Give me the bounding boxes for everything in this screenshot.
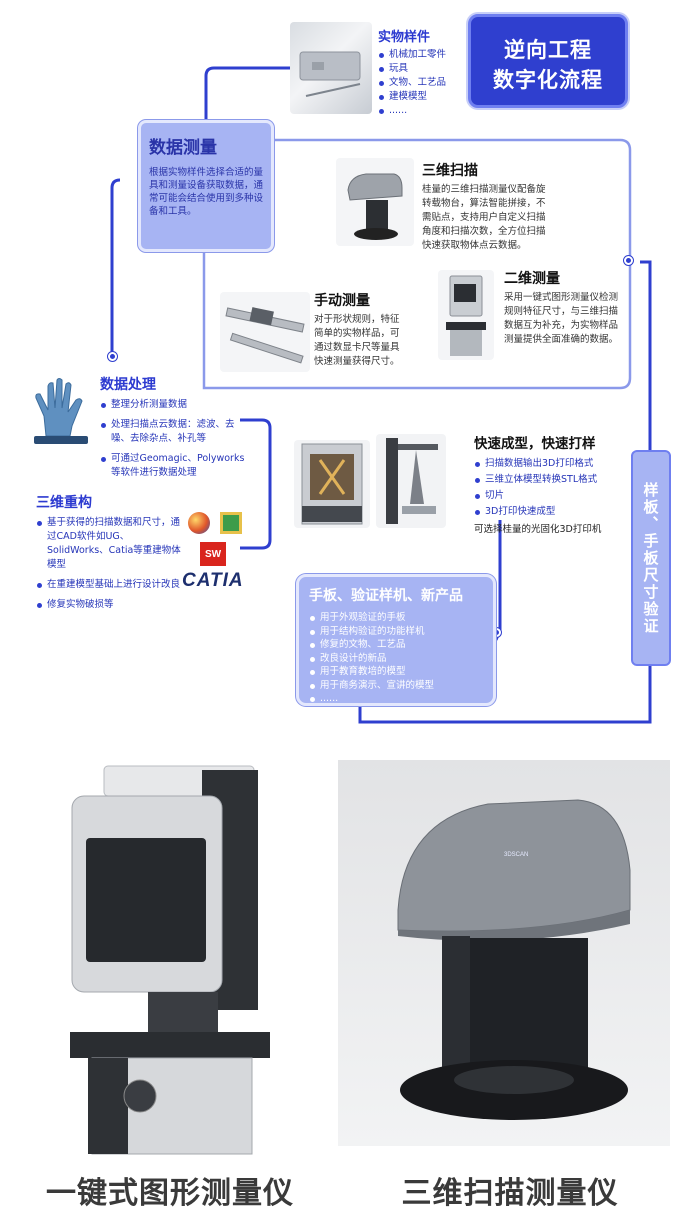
list-item-more: ......	[378, 104, 468, 118]
imager-product-image	[52, 760, 284, 1160]
list-item: 三维立体模型转换STL格式	[474, 473, 626, 487]
rebuild-list: 基于获得的扫描数据和尺寸，通过CAD软件如UG、SolidWorks、Catia…	[36, 516, 182, 612]
list-item: 用于结构验证的功能样机	[309, 625, 483, 639]
verify-label: 样板、手板尺寸验证	[641, 481, 660, 635]
sample-list: 机械加工零件 玩具 文物、工艺品 建模模型 ......	[378, 48, 468, 118]
measure-title: 数据测量	[149, 138, 217, 158]
printer-photo-2	[376, 434, 446, 528]
list-item-more: ......	[309, 692, 483, 706]
rebuild-section: 三维重构 基于获得的扫描数据和尺寸，通过CAD软件如UG、SolidWorks、…	[36, 492, 182, 612]
scanner-product-image: 3DSCAN	[338, 760, 670, 1146]
process-list: 整理分析测量数据 处理扫描点云数据：滤波、去噪、去除杂点、补孔等 可通过Geom…	[100, 398, 250, 480]
list-item: 用于商务演示、宣讲的模型	[309, 679, 483, 693]
list-item: 可通过Geomagic、Polyworks等软件进行数据处理	[100, 452, 250, 480]
measure-box: 数据测量 根据实物样件选择合适的量具和测量设备获取数据，通常可能会结合使用到多种…	[138, 120, 274, 252]
scanner-icon	[347, 173, 403, 240]
scan3d-section: 三维扫描 桂量的三维扫描测量仪配备旋转载物台，算法智能拼接，不需贴点，支持用户自…	[422, 160, 554, 253]
hand-scan-icon	[26, 376, 94, 446]
list-item: 扫描数据输出3D打印格式	[474, 457, 626, 471]
imager-photo-small	[438, 270, 494, 360]
scan3d-title: 三维扫描	[422, 163, 478, 179]
process-section: 数据处理 整理分析测量数据 处理扫描点云数据：滤波、去噪、去除杂点、补孔等 可通…	[100, 374, 250, 480]
proto-box: 手板、验证样机、新产品 用于外观验证的手板 用于结构验证的功能样机 修复的文物、…	[296, 574, 496, 706]
manual-title: 手动测量	[314, 293, 370, 309]
proto-title: 手板、验证样机、新产品	[309, 588, 463, 604]
process-title: 数据处理	[100, 377, 156, 393]
rapid-section: 快速成型，快速打样 扫描数据输出3D打印格式 三维立体模型转换STL格式 切片 …	[474, 432, 626, 537]
nx-logo-icon	[220, 512, 242, 534]
imager-icon	[446, 275, 486, 356]
list-item: 用于外观验证的手板	[309, 611, 483, 625]
ug-logo-icon	[188, 512, 210, 534]
printer-photo-1	[294, 440, 370, 528]
list-item: 玩具	[378, 62, 468, 76]
sample-photo	[290, 22, 372, 114]
list-item: 在重建模型基础上进行设计改良	[36, 578, 182, 592]
rapid-list: 扫描数据输出3D打印格式 三维立体模型转换STL格式 切片 3D打印快速成型	[474, 457, 626, 519]
catia-logo: CATIA	[182, 570, 244, 591]
verify-box: 样板、手板尺寸验证	[631, 450, 671, 666]
connector-dot-top	[108, 352, 117, 361]
list-item: 修复实物破损等	[36, 598, 182, 612]
title-line-1: 逆向工程	[504, 38, 592, 62]
list-item: 处理扫描点云数据：滤波、去噪、去除杂点、补孔等	[100, 418, 250, 446]
printer-icon	[301, 443, 363, 525]
list-item: 建模模型	[378, 90, 468, 104]
resin-printer-icon	[386, 438, 438, 524]
connector-dot-right	[624, 256, 633, 265]
process-title-box: 逆向工程 数字化流程	[468, 14, 628, 108]
sample-parts-icon	[299, 51, 361, 97]
solidworks-logo-text: SW	[204, 548, 222, 560]
rapid-note: 可选择桂量的光固化3D打印机	[474, 524, 602, 535]
proto-list: 用于外观验证的手板 用于结构验证的功能样机 修复的文物、工艺品 改良设计的新品 …	[309, 611, 483, 706]
sample-section: 实物样件 机械加工零件 玩具 文物、工艺品 建模模型 ......	[378, 26, 468, 118]
list-item: 文物、工艺品	[378, 76, 468, 90]
sample-title: 实物样件	[378, 30, 431, 45]
list-item: 整理分析测量数据	[100, 398, 250, 412]
scanner-photo-small	[336, 158, 414, 246]
measure2d-section: 二维测量 采用一键式图形测量仪检测规则特征尺寸，与三维扫描数据互为补充，为实物样…	[504, 268, 626, 347]
manual-desc: 对于形状规则，特征简单的实物样品，可通过数显卡尺等量具快速测量获得尺寸。	[314, 314, 400, 367]
manual-section: 手动测量 对于形状规则，特征简单的实物样品，可通过数显卡尺等量具快速测量获得尺寸…	[314, 290, 408, 369]
scanner-brand-text: 3DSCAN	[504, 852, 529, 858]
list-item: 机械加工零件	[378, 48, 468, 62]
rapid-title: 快速成型，快速打样	[474, 436, 596, 452]
list-item: 修复的文物、工艺品	[309, 638, 483, 652]
imager-machine-icon	[70, 765, 270, 1155]
list-item: 用于教育教培的模型	[309, 665, 483, 679]
measure2d-title: 二维测量	[504, 271, 560, 287]
list-item: 改良设计的新品	[309, 652, 483, 666]
list-item: 基于获得的扫描数据和尺寸，通过CAD软件如UG、SolidWorks、Catia…	[36, 516, 182, 572]
scanner-machine-icon	[397, 799, 631, 1120]
solidworks-logo-icon: SW	[200, 542, 226, 566]
title-line-2: 数字化流程	[493, 68, 603, 92]
measure2d-desc: 采用一键式图形测量仪检测规则特征尺寸，与三维扫描数据互为补充，为实物样品测量提供…	[504, 292, 619, 345]
list-item: 切片	[474, 489, 626, 503]
caliper-icon	[225, 307, 305, 364]
rebuild-title: 三维重构	[36, 495, 92, 511]
measure-desc: 根据实物样件选择合适的量具和测量设备获取数据，通常可能会结合使用到多种设备和工具…	[149, 167, 264, 217]
caliper-photo	[220, 292, 310, 372]
list-item: 3D打印快速成型	[474, 505, 626, 519]
scan3d-desc: 桂量的三维扫描测量仪配备旋转载物台，算法智能拼接，不需贴点，支持用户自定义扫描角…	[422, 184, 546, 251]
scanner-label: 三维扫描测量仪	[401, 1176, 619, 1211]
imager-label: 一键式图形测量仪	[46, 1176, 294, 1211]
